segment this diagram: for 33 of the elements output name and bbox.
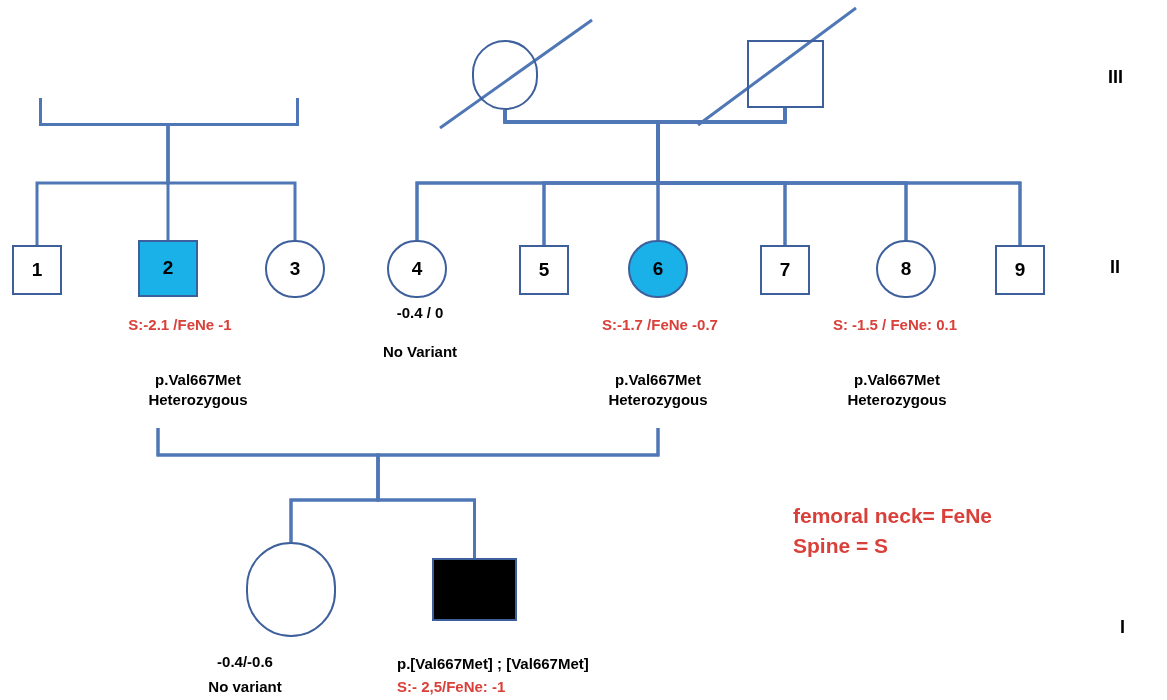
affected-male-symbol: 2 — [138, 240, 198, 297]
genotype-note: No variant — [207, 677, 283, 697]
genotype-note: -0.4 / 0 — [395, 303, 445, 323]
genotype-note: p.Val667Met Heterozygous — [607, 370, 709, 411]
male-symbol: 1 — [12, 245, 62, 295]
affected-female-symbol: 6 — [628, 240, 688, 298]
generation-label: III — [1108, 66, 1123, 89]
bone-density-score: S: -1.5 / FeNe: 0.1 — [831, 315, 959, 335]
female-symbol: 3 — [265, 240, 325, 298]
female-symbol: 8 — [876, 240, 936, 298]
female-symbol: 4 — [387, 240, 447, 298]
abbreviation-note: femoral neck= FeNe — [793, 503, 992, 529]
pedigree-line — [166, 124, 297, 240]
pedigree-line — [376, 428, 660, 558]
abbreviation-note: Spine = S — [793, 533, 889, 559]
male-symbol — [747, 40, 824, 108]
bone-density-score: S:-1.7 /FeNe -0.7 — [601, 315, 719, 335]
genotype-note: p.[Val667Met] ; [Val667Met] — [397, 654, 590, 674]
genotype-note: p.Val667Met Heterozygous — [846, 370, 948, 411]
parent-bracket — [39, 98, 299, 126]
bone-density-score: S:-2.1 /FeNe -1 — [127, 315, 233, 335]
genotype-note: p.Val667Met Heterozygous — [147, 370, 249, 411]
bone-density-score: S:- 2,5/FeNe: -1 — [397, 677, 507, 697]
female-symbol — [472, 40, 538, 110]
genotype-note: No Variant — [381, 342, 459, 362]
male-symbol: 7 — [760, 245, 810, 295]
pedigree-line — [656, 108, 1022, 245]
affected-male-symbol — [432, 558, 517, 621]
male-symbol: 9 — [995, 245, 1045, 295]
generation-label: I — [1120, 616, 1125, 639]
generation-label: II — [1110, 256, 1120, 279]
male-symbol: 5 — [519, 245, 569, 295]
genotype-note: -0.4/-0.6 — [216, 652, 274, 672]
